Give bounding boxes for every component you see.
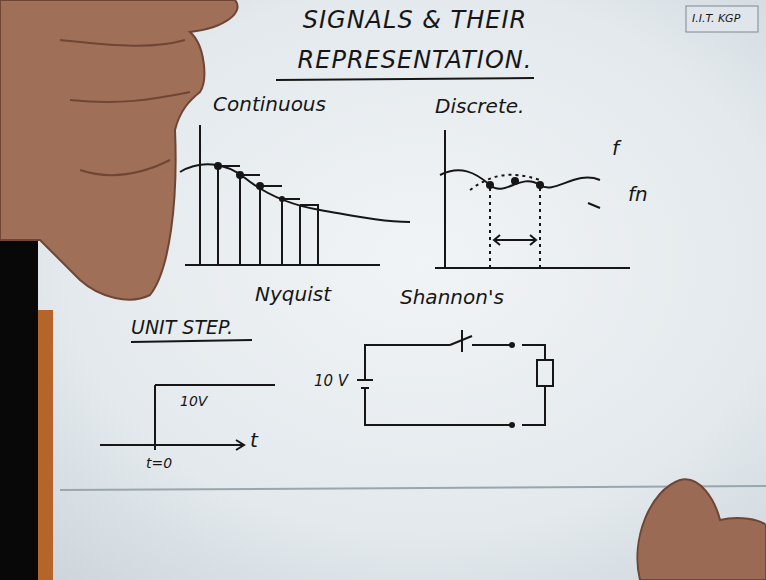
paper-fold xyxy=(60,486,766,490)
symbol-label: f xyxy=(612,136,619,160)
name-note: Shannon's xyxy=(400,285,504,309)
sheet-title: SIGNALS & THEIR REPRESENTATION. xyxy=(270,0,560,80)
discrete-graph xyxy=(435,130,630,269)
symbol-label: fn xyxy=(628,182,648,206)
continuous-graph xyxy=(180,125,410,266)
hand xyxy=(0,0,238,300)
discrete-dots xyxy=(486,177,544,189)
axis-label: t xyxy=(250,428,258,452)
wooden-pointer xyxy=(38,310,53,580)
section-heading: UNIT STEP. xyxy=(131,316,233,338)
voltage-label: 10V xyxy=(180,393,207,409)
time-label: t=0 xyxy=(146,455,172,471)
title-underline xyxy=(276,78,534,80)
sample-dots xyxy=(214,162,285,202)
hand xyxy=(637,479,766,580)
name-note: Nyquist xyxy=(255,282,331,306)
logo-box xyxy=(686,6,758,32)
section-heading: Continuous xyxy=(213,92,326,116)
finger-creases xyxy=(60,40,190,175)
step-circuit xyxy=(357,330,553,425)
unit-step-graph xyxy=(100,340,275,450)
section-heading: Discrete. xyxy=(435,94,524,118)
voltage-label: 10 V xyxy=(314,372,348,390)
logo-text: I.I.T. KGP xyxy=(692,12,740,25)
terminal-dots xyxy=(509,342,515,428)
